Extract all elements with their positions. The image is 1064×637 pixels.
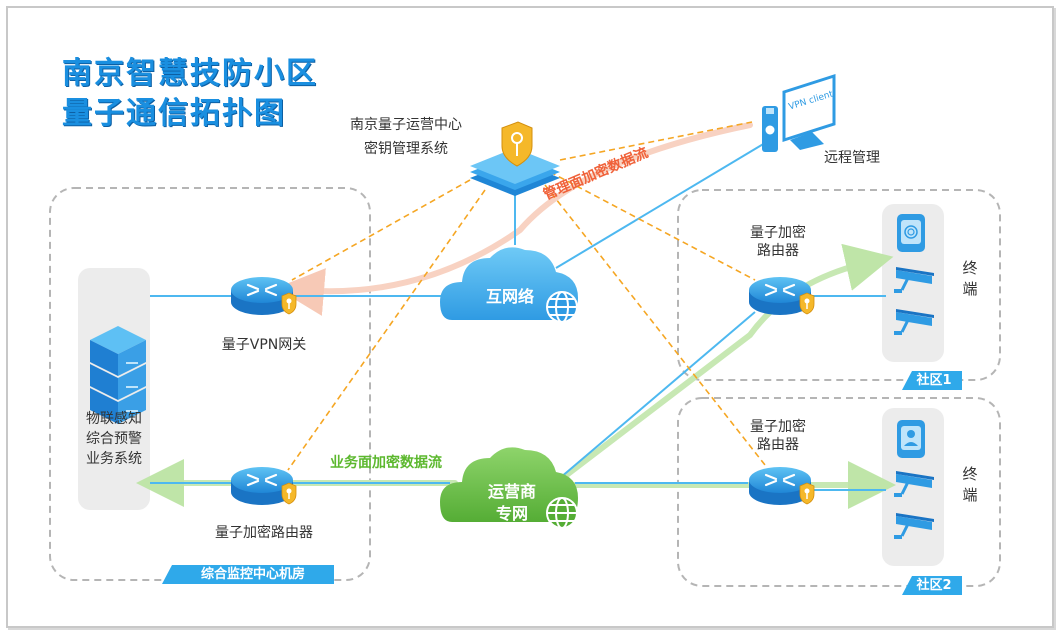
network-links [150,139,886,491]
shield-key-icon [281,292,297,315]
carrier-cloud-label-line1: 运营商 [487,482,536,501]
community2-router-label-line1: 量子加密 [750,419,806,435]
shield-key-icon [799,292,815,315]
vpn-monitor-icon [782,73,836,150]
community2-terminal-label-char2: 端 [962,486,978,504]
cctv-camera-icon [894,267,934,293]
community1-router-icon [749,277,815,315]
community1-router-label-line1: 量子加密 [750,225,806,241]
control-room-zone [49,187,371,581]
server-stack-icon [90,326,146,424]
business-flow-label: 业务面加密数据流 [330,455,442,471]
control-room-tag: 综合监控中心机房 [200,567,305,582]
community2-terminal-label-char1: 终 [962,465,978,483]
carrier-cloud-icon [440,447,578,522]
globe-icon [546,497,578,529]
encrypt-router-label: 量子加密路由器 [215,525,313,541]
diagram-title-line2: 量子通信拓扑图 [62,96,286,131]
community2-router-icon [749,467,815,505]
globe-icon [546,291,578,323]
iot-system-label-line2: 综合预警 [86,431,142,447]
community1-tag: 社区1 [916,373,952,388]
community2-zone [677,397,1001,587]
ops-center-label-line2: 密钥管理系统 [364,141,448,157]
vpn-gateway-label: 量子VPN网关 [221,337,307,353]
remote-management-label: 远程管理 [824,150,880,166]
cctv-camera-icon [894,513,934,539]
community1-router-label-line2: 路由器 [757,243,799,259]
community1-tag-shape [902,371,962,390]
iot-system-label-line3: 业务系统 [86,451,142,467]
internet-cloud-label: 互网络 [485,287,534,306]
vpn-token-icon [762,106,778,152]
key-distribution-links [287,121,766,471]
diagram-title-line1: 南京智慧技防小区 [62,56,318,91]
ops-center-label-line1: 南京量子运营中心 [350,117,462,133]
key-management-platform-icon [470,121,560,196]
iot-system-label-line1: 物联感知 [86,411,142,427]
community2-tag-shape [902,576,962,595]
community2-tag: 社区2 [916,578,952,593]
shield-key-icon [281,482,297,505]
internet-cloud-icon [440,247,578,320]
community1-terminal-label-char1: 终 [962,259,978,277]
shield-key-icon [799,482,815,505]
control-room-tag-shape [162,565,334,584]
community1-zone [677,189,1001,381]
community1-terminal-label-char2: 端 [962,280,978,298]
vpn-gateway-router-icon [231,277,297,315]
encrypt-router-icon [231,467,297,505]
face-id-panel-icon [897,420,925,458]
management-flow-path [276,122,753,316]
cctv-camera-icon [894,471,934,497]
fingerprint-panel-icon [897,214,925,252]
community2-router-label-line2: 路由器 [757,437,799,453]
carrier-cloud-label-line2: 专网 [495,504,528,523]
cctv-camera-icon [894,309,934,335]
